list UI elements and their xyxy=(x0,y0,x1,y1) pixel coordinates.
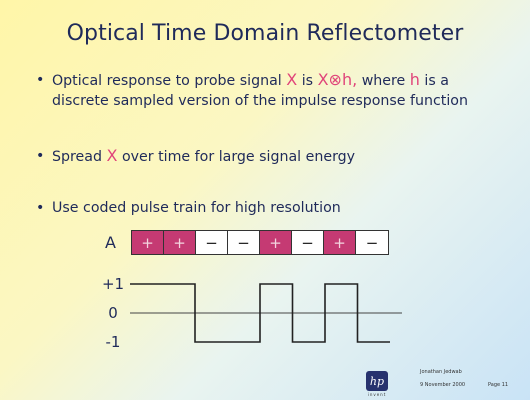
footer-author: Jonathan Jedwab xyxy=(420,369,462,375)
bullet-text: over time for large signal energy xyxy=(117,149,356,165)
code-cell: − xyxy=(292,231,324,254)
code-sequence-row: A ++−−+−+− xyxy=(105,230,389,255)
footer-date: 9 November 2000 xyxy=(420,382,466,388)
code-label: A xyxy=(105,233,116,252)
bullet-glyph: • xyxy=(36,200,45,216)
bullet-text: Use coded pulse train for high resolutio… xyxy=(52,200,341,216)
bullet-text: Optical response to probe signal xyxy=(52,73,287,89)
hp-logo: hp xyxy=(366,371,388,391)
bullet-text: is a xyxy=(419,73,449,89)
code-cell: + xyxy=(132,231,164,254)
symbol-convolution: X⊗h, xyxy=(317,70,358,89)
bullet-text: Spread xyxy=(52,149,107,165)
bullet-text: where xyxy=(357,73,410,89)
code-cell: − xyxy=(196,231,228,254)
waveform-line xyxy=(130,283,390,343)
code-cell: + xyxy=(324,231,356,254)
symbol-x: X xyxy=(106,146,118,165)
slide-title: Optical Time Domain Reflectometer xyxy=(66,21,464,46)
symbol-h: h xyxy=(409,70,420,89)
footer-page-number: Page 11 xyxy=(488,382,509,388)
code-cell: − xyxy=(228,231,260,254)
code-cell: + xyxy=(260,231,292,254)
level-label-minus1: -1 xyxy=(105,333,121,351)
bullet-text: is xyxy=(297,73,318,89)
bullet-text-line2: discrete sampled version of the impulse … xyxy=(52,93,468,109)
code-cell: + xyxy=(164,231,196,254)
code-cells: ++−−+−+− xyxy=(131,230,389,255)
bullet-glyph: • xyxy=(36,72,45,88)
bullet-glyph: • xyxy=(36,148,45,164)
level-label-zero: 0 xyxy=(108,304,118,322)
level-label-plus1: +1 xyxy=(101,275,125,293)
hp-logo-tagline: invent xyxy=(367,392,387,397)
code-cell: − xyxy=(356,231,388,254)
symbol-x: X xyxy=(286,70,298,89)
